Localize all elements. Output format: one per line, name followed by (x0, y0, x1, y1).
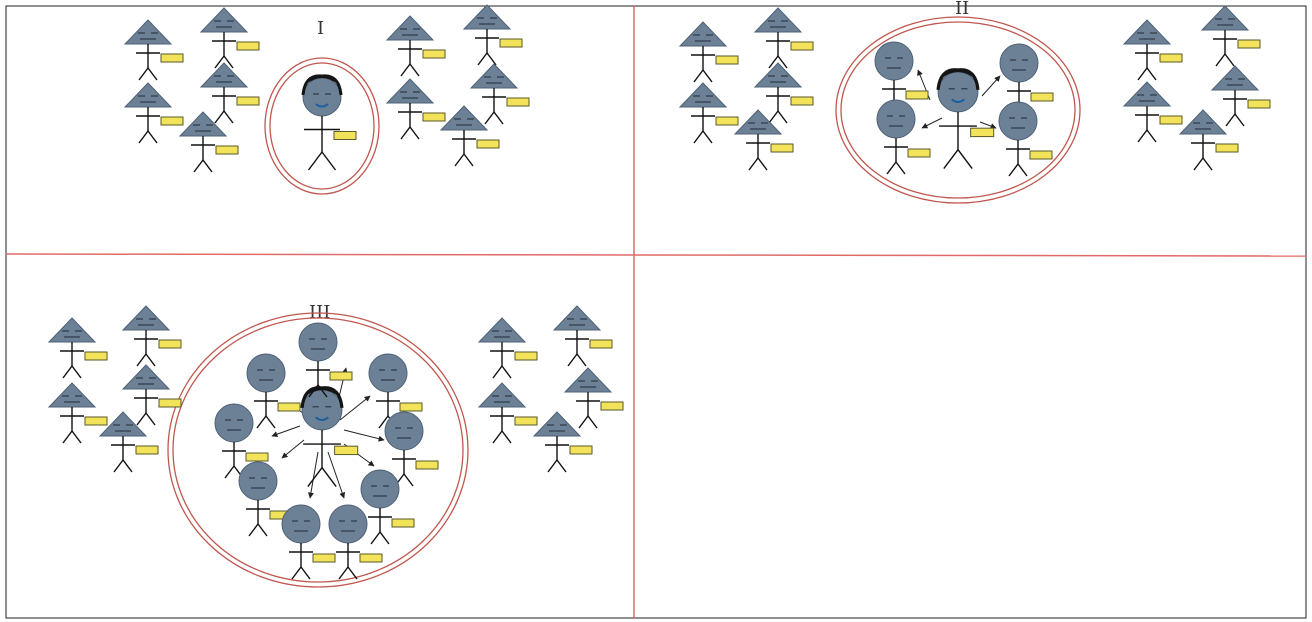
triangle-head-person-icon (534, 412, 592, 472)
people-group (49, 5, 1270, 579)
triangle-head-person-icon (125, 83, 183, 143)
name-tag-icon (601, 402, 623, 410)
triangle-head-person-icon (565, 368, 623, 428)
triangle-head-person-icon (479, 383, 537, 443)
name-tag-icon (136, 446, 158, 454)
panel-label-ii: II (955, 0, 969, 19)
name-tag-icon (237, 97, 259, 105)
connection-arrow (344, 430, 384, 440)
name-tag-icon (500, 39, 522, 47)
name-tag-icon (423, 113, 445, 121)
triangle-head-person-icon (100, 412, 158, 472)
name-tag-icon (906, 91, 928, 99)
name-tag-icon (971, 128, 994, 136)
name-tag-icon (716, 56, 738, 64)
name-tag-icon (515, 417, 537, 425)
name-tag-icon (1216, 144, 1238, 152)
triangle-head-person-icon (49, 383, 107, 443)
name-tag-icon (416, 461, 438, 469)
triangle-head-person-icon (680, 22, 738, 82)
name-tag-icon (159, 399, 181, 407)
triangle-head-person-icon (1124, 20, 1182, 80)
connection-arrow (272, 426, 300, 436)
name-tag-icon (400, 403, 422, 411)
triangle-head-person-icon (479, 318, 537, 378)
triangle-head-person-icon (471, 64, 529, 124)
name-tag-icon (85, 417, 107, 425)
connection-arrow (328, 452, 344, 498)
triangle-head-person-icon (755, 8, 813, 68)
triangle-head-person-icon (387, 79, 445, 139)
name-tag-icon (1031, 93, 1053, 101)
triangle-head-person-icon (123, 306, 181, 366)
name-tag-icon (335, 446, 358, 454)
name-tag-icon (771, 144, 793, 152)
round-head-person-icon (282, 505, 335, 579)
name-tag-icon (515, 352, 537, 360)
triangle-head-person-icon (201, 8, 259, 68)
connection-arrow (982, 76, 1000, 96)
central-person-icon (303, 76, 356, 170)
name-tag-icon (716, 117, 738, 125)
name-tag-icon (1160, 54, 1182, 62)
triangle-head-person-icon (554, 306, 612, 366)
triangle-head-person-icon (49, 318, 107, 378)
round-head-person-icon (877, 100, 930, 174)
central-person-icon (302, 388, 358, 487)
triangle-head-person-icon (180, 112, 238, 172)
name-tag-icon (507, 98, 529, 106)
name-tag-icon (334, 132, 356, 140)
triangle-head-person-icon (1212, 66, 1270, 126)
name-tag-icon (590, 340, 612, 348)
central-person-icon (938, 70, 994, 169)
name-tag-icon (313, 554, 335, 562)
outer-frame (6, 6, 1306, 618)
triangle-head-person-icon (441, 106, 499, 166)
name-tag-icon (330, 372, 352, 380)
panel-label-i: I (317, 18, 324, 39)
name-tag-icon (423, 50, 445, 58)
triangle-head-person-icon (201, 63, 259, 123)
triangle-head-person-icon (1180, 110, 1238, 170)
name-tag-icon (159, 340, 181, 348)
triangle-head-person-icon (387, 16, 445, 76)
triangle-head-person-icon (1202, 6, 1260, 66)
triangle-head-person-icon (755, 63, 813, 123)
name-tag-icon (570, 446, 592, 454)
name-tag-icon (246, 453, 268, 461)
triangle-head-person-icon (1124, 82, 1182, 142)
name-tag-icon (216, 146, 238, 154)
name-tag-icon (278, 403, 300, 411)
round-head-person-icon (999, 102, 1052, 176)
connection-arrow (282, 440, 304, 458)
name-tag-icon (1160, 116, 1182, 124)
round-head-person-icon (361, 470, 414, 544)
name-tag-icon (1248, 100, 1270, 108)
triangle-head-person-icon (464, 5, 522, 65)
name-tag-icon (161, 54, 183, 62)
triangle-head-person-icon (680, 83, 738, 143)
connection-arrow (980, 122, 996, 128)
triangle-head-person-icon (125, 20, 183, 80)
connection-arrow (340, 396, 370, 420)
connection-arrow (922, 118, 942, 128)
name-tag-icon (161, 117, 183, 125)
name-tag-icon (1238, 40, 1260, 48)
round-head-person-icon (247, 354, 300, 428)
name-tag-icon (360, 554, 382, 562)
round-head-person-icon (299, 323, 352, 397)
name-tag-icon (791, 97, 813, 105)
name-tag-icon (1030, 151, 1052, 159)
name-tag-icon (237, 42, 259, 50)
name-tag-icon (908, 149, 930, 157)
name-tag-icon (85, 352, 107, 360)
name-tag-icon (392, 519, 414, 527)
horizontal-divider (6, 254, 1306, 256)
round-head-person-icon (329, 505, 382, 579)
name-tag-icon (477, 140, 499, 148)
name-tag-icon (791, 42, 813, 50)
